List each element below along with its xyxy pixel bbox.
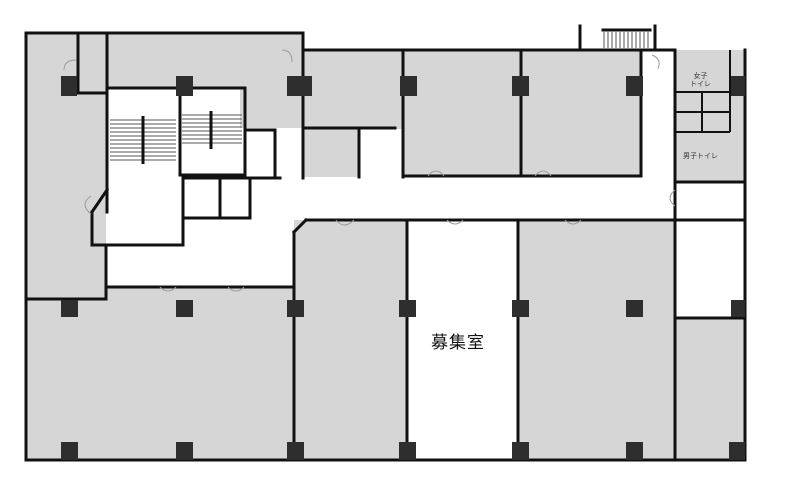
column [176, 300, 193, 317]
column [400, 76, 417, 96]
column [731, 76, 745, 96]
vacancy-room-label: 募集室 [431, 333, 485, 353]
door-icon [669, 189, 676, 207]
column [399, 442, 416, 460]
column [512, 76, 529, 96]
door-icon [63, 59, 77, 71]
room-north-top [107, 33, 303, 88]
column [61, 300, 78, 317]
column [61, 442, 78, 460]
column [626, 442, 643, 460]
column [512, 442, 529, 460]
column [287, 442, 304, 460]
wall [291, 217, 309, 235]
door-icon [159, 286, 177, 292]
room-north-room-3 [521, 50, 641, 176]
room-south-room-1 [294, 220, 407, 460]
walls-layer [24, 24, 747, 462]
door-icon [427, 170, 445, 177]
column [399, 300, 416, 317]
column [287, 76, 312, 96]
door-icon [281, 49, 293, 63]
male-toilet-label: 男子トイレ [683, 152, 718, 160]
exterior-stair-icon [603, 32, 649, 48]
column [287, 300, 304, 317]
door-icon [651, 54, 660, 70]
stair-icon [182, 111, 242, 149]
room-north-room-2 [403, 50, 521, 176]
column [512, 300, 529, 317]
door-icon [84, 195, 92, 215]
door-icon [446, 219, 464, 225]
room-east-vacant [675, 182, 745, 318]
wall [89, 187, 110, 215]
column [61, 76, 77, 96]
doors-layer [63, 49, 676, 292]
columns-layer [61, 76, 745, 460]
stairs-layer [110, 32, 649, 164]
room-vacant-room [407, 220, 518, 460]
column [626, 76, 643, 96]
female-toilet-label: 女子 トイレ [690, 72, 711, 88]
room-nw-small [78, 33, 107, 93]
door-icon [335, 219, 355, 226]
column [626, 300, 643, 317]
column [176, 442, 193, 460]
column [731, 300, 745, 317]
female-toilet-text: 女子 トイレ [690, 72, 711, 88]
rooms-layer [26, 33, 745, 460]
column [176, 76, 193, 96]
room-north-room-1 [303, 50, 415, 129]
door-icon [564, 219, 582, 225]
room-toilet-block [675, 50, 745, 182]
column [729, 442, 745, 460]
door-icon [227, 286, 245, 292]
stair-icon [110, 116, 176, 164]
door-icon [534, 170, 552, 177]
room-north-room-1b [303, 129, 359, 177]
